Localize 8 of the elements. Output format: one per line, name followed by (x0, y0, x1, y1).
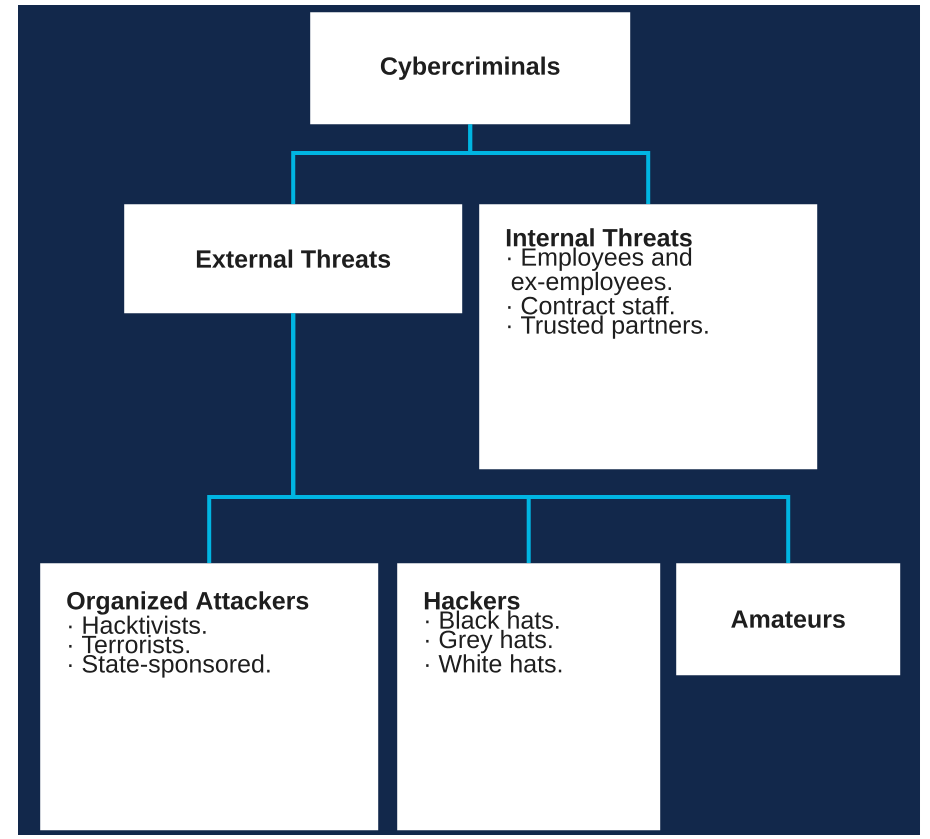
category-box: Amateurs (676, 563, 900, 676)
connector-line (468, 124, 650, 204)
category-box: Internal Threats · Employees and ex-employees. · Contract staff. · Trusted partners. (479, 204, 818, 470)
connector-line (291, 313, 790, 563)
category-box: External Threats (124, 204, 462, 314)
category-box: Cybercriminals (310, 12, 630, 124)
category-box: Hackers · Black hats. · Grey hats. · White hats. (397, 563, 660, 830)
category-box: Organized Attackers · Hacktivists. · Terrorists. · State-sponsored. (40, 563, 378, 830)
